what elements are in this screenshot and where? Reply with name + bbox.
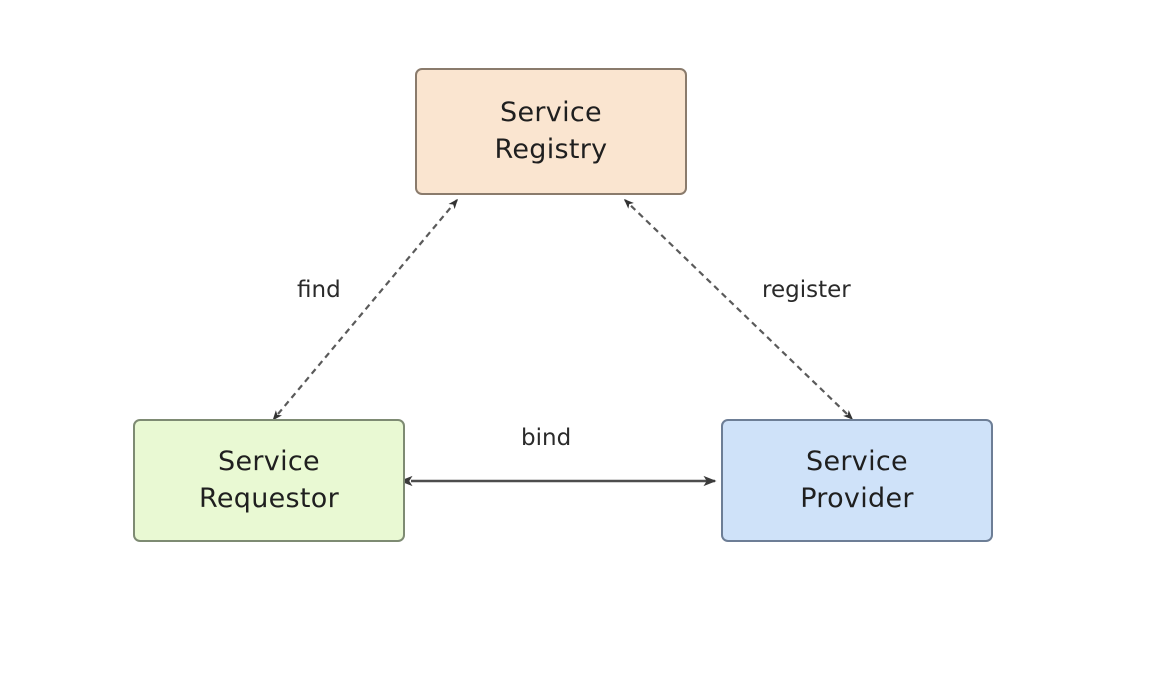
- node-service-provider-label-line2: Provider: [800, 482, 914, 514]
- node-service-provider-label-line1: Service: [806, 446, 908, 478]
- edge-label-register: register: [757, 276, 856, 304]
- node-service-registry[interactable]: Service Registry: [415, 68, 687, 195]
- node-service-requestor-label-line2: Requestor: [199, 482, 339, 514]
- edge-find-line: [272, 198, 458, 421]
- edge-register-line: [623, 198, 854, 420]
- edge-label-find: find: [292, 276, 346, 304]
- node-service-requestor[interactable]: Service Requestor: [133, 419, 405, 542]
- edge-label-bind: bind: [516, 424, 577, 452]
- node-service-provider[interactable]: Service Provider: [721, 419, 993, 542]
- node-service-registry-label-line1: Service: [500, 97, 602, 129]
- node-service-registry-label-line2: Registry: [494, 133, 608, 165]
- node-service-requestor-label-line1: Service: [218, 446, 320, 478]
